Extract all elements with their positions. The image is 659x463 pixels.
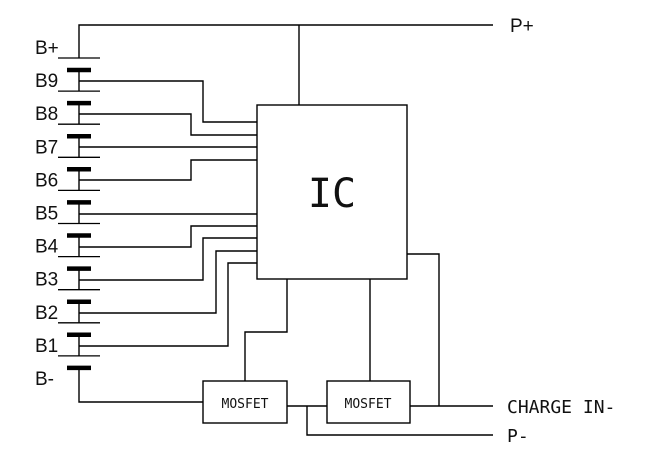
b-minus-wire xyxy=(78,368,203,403)
tap-wire-b4 xyxy=(79,225,257,248)
charge-in-minus-label: CHARGE IN- xyxy=(507,397,615,418)
discharge-gate-wire xyxy=(244,279,288,381)
tap-wire-b3 xyxy=(79,237,257,281)
cell-label-b2: B2 xyxy=(35,303,58,324)
mosfet-charge-label: MOSFET xyxy=(345,397,392,412)
mosfet-discharge xyxy=(202,380,288,424)
cell-label-b3: B3 xyxy=(35,270,58,291)
cell-label-b4: B4 xyxy=(35,237,59,258)
tap-wire-b1 xyxy=(79,262,257,347)
p-minus-wire xyxy=(306,406,493,436)
tap-wire-b6 xyxy=(79,159,257,181)
mosfet-charge xyxy=(326,380,411,424)
cell-label-b8: B8 xyxy=(35,104,58,125)
p-plus-rail xyxy=(78,24,493,58)
cell-label-b1: B1 xyxy=(35,336,58,357)
cell-label-bminus: B- xyxy=(35,369,54,390)
cell-tap-wires xyxy=(79,80,257,347)
cell-label-bplus: B+ xyxy=(35,38,59,59)
tap-wire-b9 xyxy=(79,80,257,123)
tap-wire-b2 xyxy=(79,250,257,314)
cell-label-b5: B5 xyxy=(35,204,58,225)
mosfet-discharge-label: MOSFET xyxy=(222,397,269,412)
cell-label-b6: B6 xyxy=(35,170,58,191)
cell-label-b9: B9 xyxy=(35,71,58,92)
ic-label: IC xyxy=(308,171,356,217)
battery-cell-stack xyxy=(58,57,100,371)
p-plus-label: P+ xyxy=(510,16,534,37)
ic-chip xyxy=(256,104,408,280)
tap-wire-b8 xyxy=(79,113,257,136)
p-minus-label: P- xyxy=(507,426,529,447)
charge-sense-wire xyxy=(407,253,440,406)
cell-label-b7: B7 xyxy=(35,137,58,158)
